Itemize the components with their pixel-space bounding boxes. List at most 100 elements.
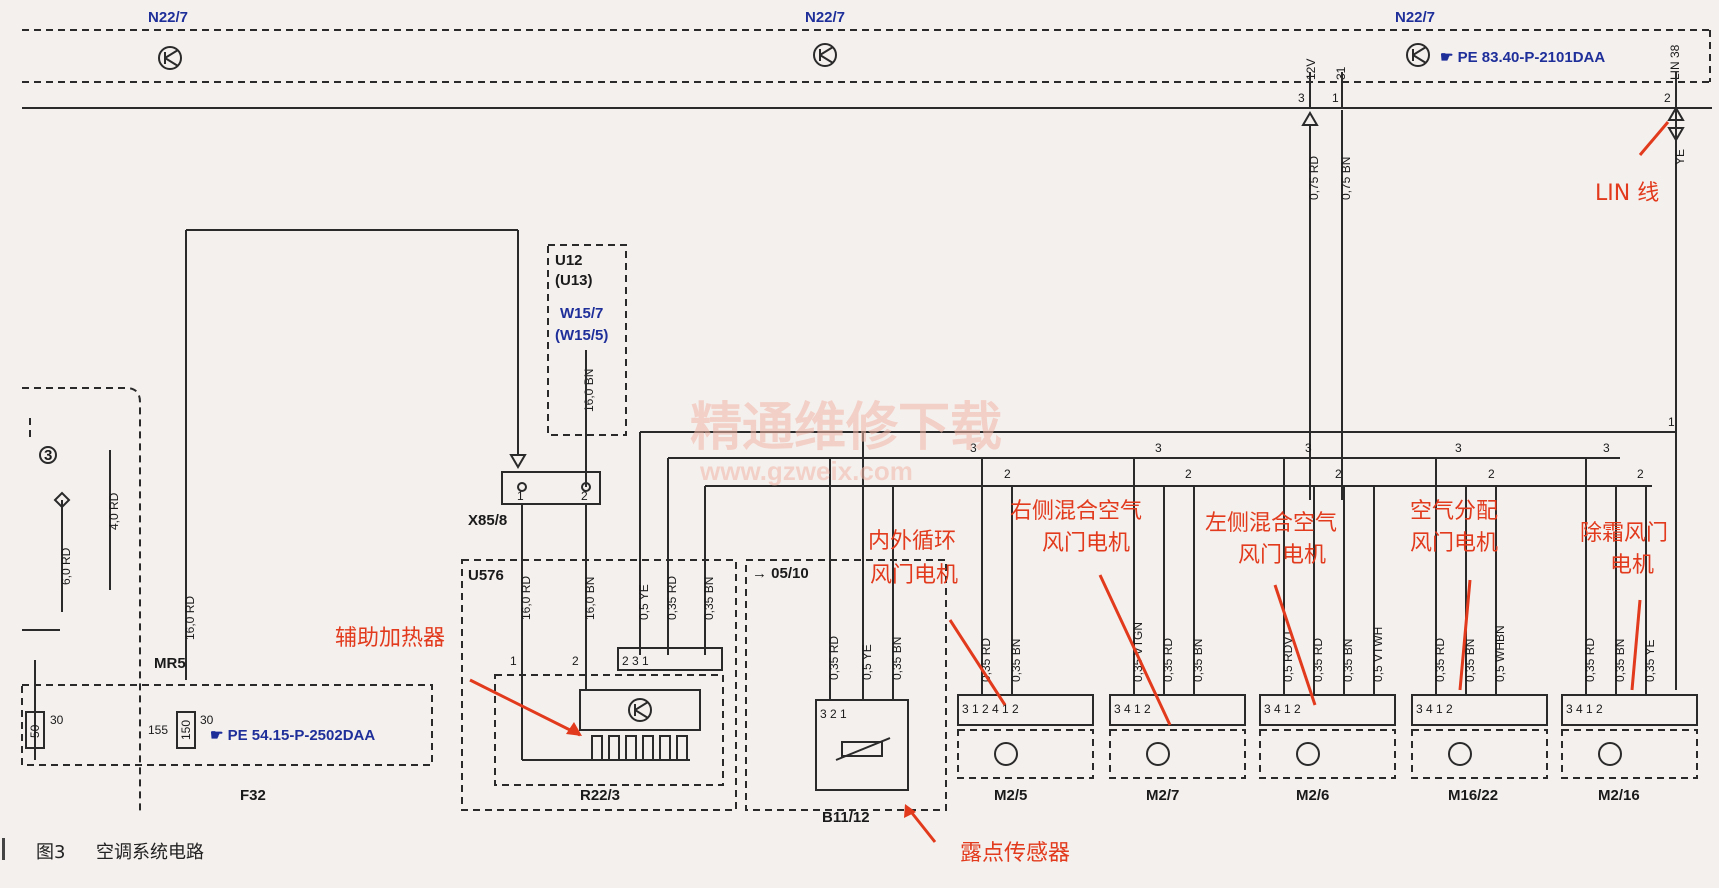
watermark-cn: 精通维修下载 [690,398,1002,458]
motor-wire-label: 0,5 RDVT [1281,629,1295,682]
u576-label: U576 [468,567,504,584]
u576-pin2: 2 [572,654,579,668]
motor-wire-label: 0,35 RD [1583,638,1597,682]
pin-12v-label: 12V [1304,59,1318,80]
motor-wire-label: 0,35 BN [1191,639,1205,682]
connector-arrow-icon [1301,111,1319,126]
transistor-icon [628,698,652,722]
bus-node-2: 2 [1335,467,1342,481]
pin-lin-label: LIN 38 [1668,44,1682,80]
w155-label: (W15/5) [555,327,608,344]
motor-label: M2/6 [1296,787,1329,804]
motor-pins: 3 1 2 4 1 2 [962,702,1019,716]
motor-M2-6: 3 4 1 2 M2/6 0,5 RDVT 0,35 RD 0,35 BN 0,5 VTW… [1259,458,1396,804]
fuse-150 [176,711,196,749]
wire-ye: YE [1673,149,1687,165]
heater-resistor-array [522,735,690,761]
wire-16rd: 16,0 RD [519,576,533,620]
b11-label: B11/12 [822,809,870,826]
annotation-recirc-1: 内外循环 [868,529,956,554]
fuse-150-label: 150 [179,720,193,740]
caption-bar [2,838,5,860]
n22-label-2: N22/7 [805,9,845,26]
bus-node-3: 3 [1155,441,1162,455]
motor-pins: 3 4 1 2 [1114,702,1151,716]
wire-075bn: 0,75 BN [1339,157,1353,200]
n22-control-unit: N22/7 N22/7 N22/7 ☛ PE 83.40-P-2101DAA 1… [22,9,1712,142]
fuse-30-label: 30 [50,713,64,727]
r22-box [494,674,724,786]
connector-arrow-icon [1667,127,1685,142]
x85-connector [501,471,601,505]
fuse-30b-label: 30 [200,713,214,727]
motor-pins: 3 4 1 2 [1416,702,1453,716]
b11-pins: 3 2 1 [820,707,847,721]
n22-label-3: N22/7 [1395,9,1435,26]
svg-text:1: 1 [517,489,524,503]
u576-module: U576 16,0 RD 16,0 BN 0,5 YE 0,35 RD 0,35… [335,432,737,811]
caption-title: 空调系统电路 [96,842,204,863]
fuse-50-label: 50 [28,724,42,738]
annotation-aux-heater: 辅助加热器 [335,626,445,651]
motor-wire-label: 0,5 VTWH [1371,627,1385,682]
b11-sensor: → 05/10 0,35 RD 0,5 YE 0,35 BN 3 2 1 B11… [745,432,1070,866]
motor-icon [1146,742,1170,766]
u576-pin1: 1 [510,654,517,668]
annotation-left-mix-2: 风门电机 [1238,543,1326,568]
transistor-icon [813,43,837,67]
motor-icon [1296,742,1320,766]
bus-node-3: 3 [970,441,977,455]
fuse-50 [25,711,45,749]
bus-node-2: 2 [1488,467,1495,481]
w157-label: W15/7 [560,305,603,322]
annotation-defrost-1: 除霜风门 [1580,521,1668,546]
arrow-icon [948,619,1007,706]
wire-16bn: 16,0 BN [583,577,597,620]
fuse-155-label: 155 [148,723,168,737]
arrow-icon [1273,584,1317,706]
motor-label: M2/7 [1146,787,1179,804]
transistor-icon [1406,43,1430,67]
annotation-right-mix-2: 风门电机 [1042,531,1130,556]
motor-wire-label: 0,5 WHBN [1493,625,1507,682]
b11-wire-ye: 0,5 YE [860,644,874,680]
arrowhead-icon [566,722,582,736]
bus-node-3: 3 [1455,441,1462,455]
arrow-icon [1098,574,1172,726]
wire-16rd-left: 16,0 RD [183,596,197,640]
motor-pins: 3 4 1 2 [1264,702,1301,716]
circle-marker-icon [39,446,57,464]
motor-wire-label: 0,35 BN [1463,639,1477,682]
annotation-defrost-2: 电机 [1610,553,1654,578]
annotation-recirc-2: 风门电机 [870,563,958,588]
caption-fig: 图3 [36,842,65,863]
f32-box [21,684,433,766]
bus-node-1: 1 [1668,415,1675,429]
r22-label: R22/3 [580,787,620,804]
sensor-resistor [841,741,883,757]
motor-icon [1598,742,1622,766]
motor-icon [1448,742,1472,766]
motor-wire-label: 0,35 RD [1433,638,1447,682]
u576-pins: 2 3 1 [622,654,649,668]
wire-40rd: 4,0 RD [107,492,121,530]
motor-wire-label: 0,35 RD [1311,638,1325,682]
wire-60rd: 6,0 RD [59,547,73,585]
motor-wire-label: 0,35 BN [1009,639,1023,682]
motor-label: M2/16 [1598,787,1640,804]
motor-wire-label: 0,35 BN [1341,639,1355,682]
pe-reference-top: ☛ PE 83.40-P-2101DAA [1440,49,1605,66]
wire-075rd: 0,75 RD [1307,156,1321,200]
bus-node-3: 3 [1305,441,1312,455]
pin-2-label: 2 [1664,91,1671,105]
motor-icon [994,742,1018,766]
wire-05ye: 0,5 YE [637,584,651,620]
bus-lines: 1 3 3 3 3 3 2 2 2 2 2 [640,415,1676,487]
bus-node-3: 3 [1603,441,1610,455]
